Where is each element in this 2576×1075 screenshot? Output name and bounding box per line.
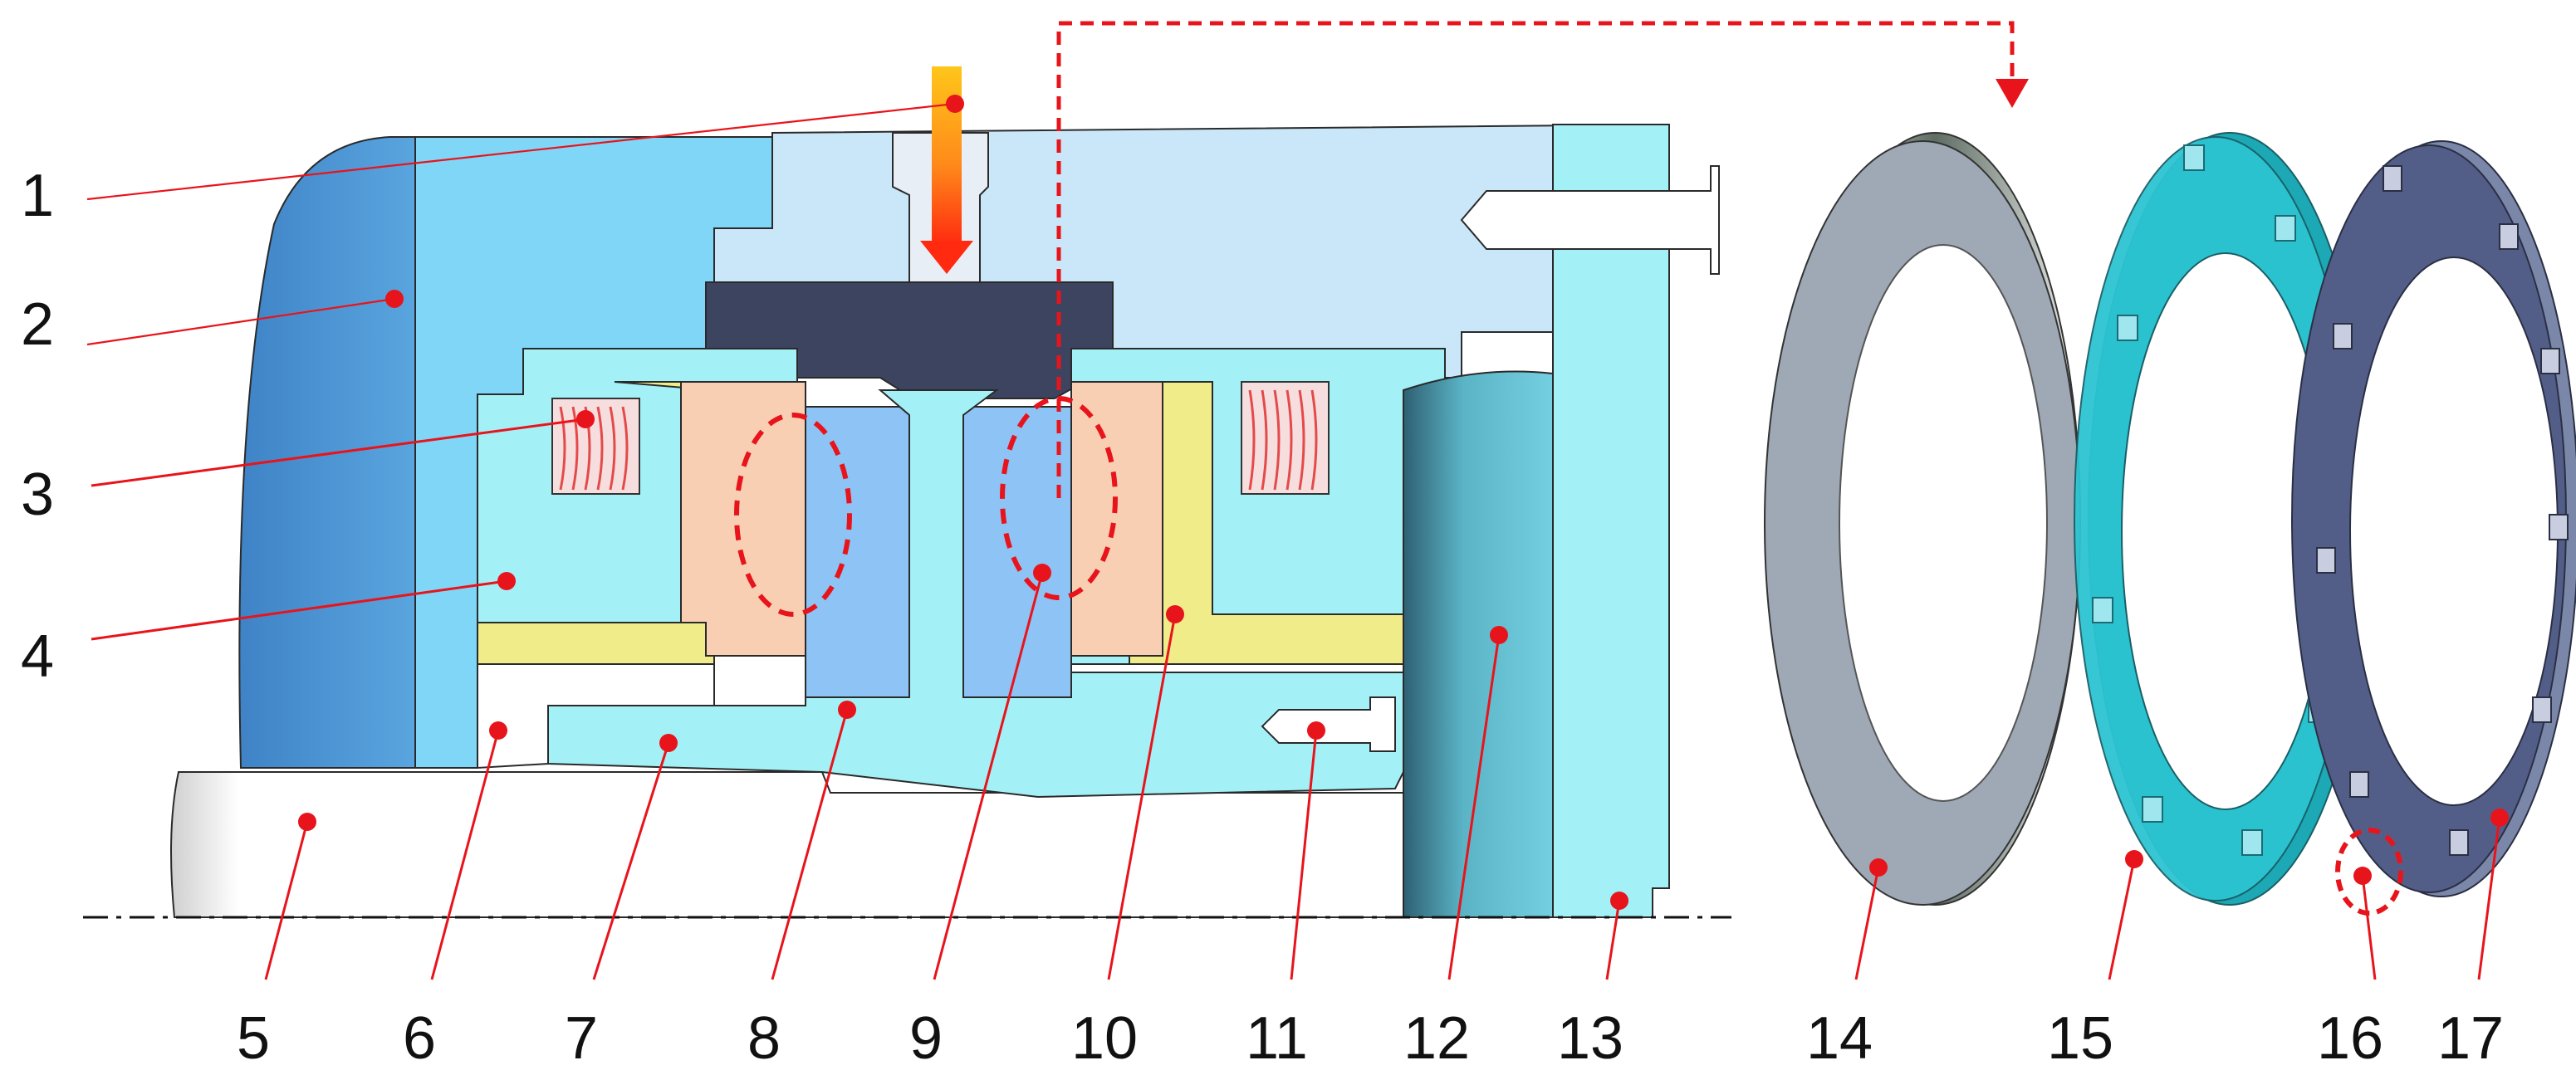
- leader-dots: [298, 95, 2509, 910]
- right-disc: [1403, 370, 1554, 918]
- label-4: 4: [21, 623, 54, 690]
- tab-highlight: [2335, 828, 2403, 916]
- label-17: 17: [2437, 1005, 2504, 1072]
- label-16: 16: [2317, 1005, 2383, 1072]
- sleeve-bolt: [1261, 696, 1396, 752]
- cyan-disc: [2074, 132, 2372, 906]
- exploded-view: [1764, 132, 2576, 916]
- label-15: 15: [2047, 1005, 2113, 1072]
- exploded-view-connector: [1056, 21, 2015, 498]
- left-peach-ring: [680, 381, 806, 657]
- left-face-ring: [805, 406, 910, 698]
- label-6: 6: [403, 1005, 436, 1072]
- connector-arrowhead: [1996, 79, 2029, 108]
- label-12: 12: [1403, 1005, 1470, 1072]
- spring-icon: [1241, 381, 1330, 495]
- label-14: 14: [1806, 1005, 1873, 1072]
- label-13: 13: [1557, 1005, 1623, 1072]
- right-peach-ring: [1070, 381, 1163, 657]
- spring-icon: [551, 398, 640, 495]
- right-face-ring: [962, 406, 1072, 698]
- flange-bolt: [1460, 165, 1720, 275]
- label-11: 11: [1246, 1005, 1308, 1072]
- lower-cavity: [477, 663, 715, 770]
- section-view: [83, 66, 1731, 919]
- label-10: 10: [1071, 1005, 1138, 1072]
- label-9: 9: [909, 1005, 943, 1072]
- part-numbers: 1 2 3 4 5 6 7 8 9 10 11 12 13 14 15 16 1…: [21, 163, 2504, 1072]
- label-1: 1: [21, 163, 54, 229]
- label-3: 3: [21, 462, 54, 528]
- navy-disc: [2291, 140, 2576, 897]
- label-7: 7: [565, 1005, 598, 1072]
- label-8: 8: [747, 1005, 781, 1072]
- leader-lines: [86, 102, 2501, 980]
- label-2: 2: [21, 291, 54, 358]
- washer: [1764, 132, 2081, 906]
- contact-highlight-left: [734, 413, 852, 617]
- center-sleeve: [547, 389, 1413, 799]
- label-5: 5: [237, 1005, 270, 1072]
